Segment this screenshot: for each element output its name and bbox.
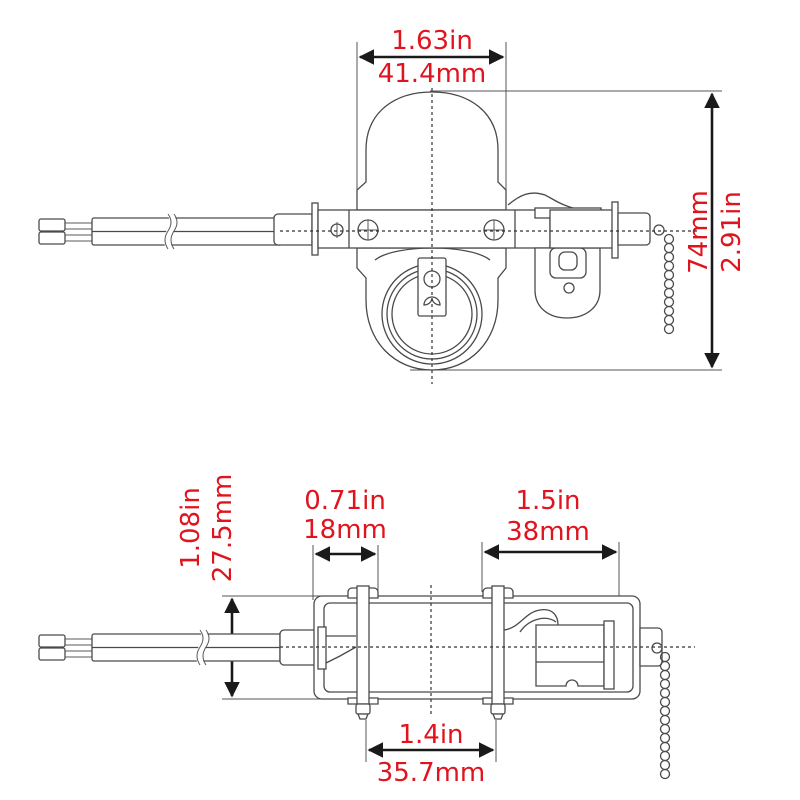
side-wire-leads — [38, 628, 281, 667]
top-height-dimension: 74mm 2.91in — [410, 90, 747, 371]
side-switch-length-dimension: 1.5in 38mm — [481, 486, 620, 600]
side-bolt-imperial-label: 1.4in — [398, 720, 463, 750]
top-wire-leads — [38, 212, 281, 251]
top-height-metric-label: 74mm — [684, 190, 714, 274]
side-bolt-spacing-dimension: 1.4in 35.7mm — [365, 720, 497, 788]
top-width-imperial-label: 1.63in — [391, 26, 473, 56]
top-height-imperial-label: 2.91in — [717, 191, 747, 273]
side-socket-body — [279, 585, 671, 780]
side-height-dimension: 1.08in 27.5mm — [176, 474, 360, 700]
top-width-metric-label: 41.4mm — [378, 59, 487, 89]
side-bolt-metric-label: 35.7mm — [377, 758, 486, 788]
pull-chain-icon — [653, 224, 675, 335]
bolt-nut-right-icon — [490, 703, 506, 720]
side-switch-imperial-label: 1.5in — [515, 486, 580, 516]
side-offset-metric-label: 18mm — [303, 515, 387, 545]
side-bracket-offset-dimension: 0.71in 18mm — [303, 486, 387, 600]
side-pull-chain-icon — [651, 642, 671, 780]
bolt-nut-left-icon — [355, 703, 371, 720]
top-pull-chain-switch — [507, 192, 675, 335]
side-offset-imperial-label: 0.71in — [304, 486, 386, 516]
top-mounting-bar — [273, 202, 551, 256]
side-height-metric-label: 27.5mm — [208, 474, 238, 583]
side-switch-metric-label: 38mm — [506, 517, 590, 547]
side-height-imperial-label: 1.08in — [176, 487, 206, 569]
top-width-dimension: 1.63in 41.4mm — [356, 26, 507, 220]
side-view: 1.08in 27.5mm 0.71in 18mm 1.5in 38mm 1.4… — [38, 474, 695, 788]
top-view: 1.63in 41.4mm 74mm 2.91in — [38, 26, 747, 384]
